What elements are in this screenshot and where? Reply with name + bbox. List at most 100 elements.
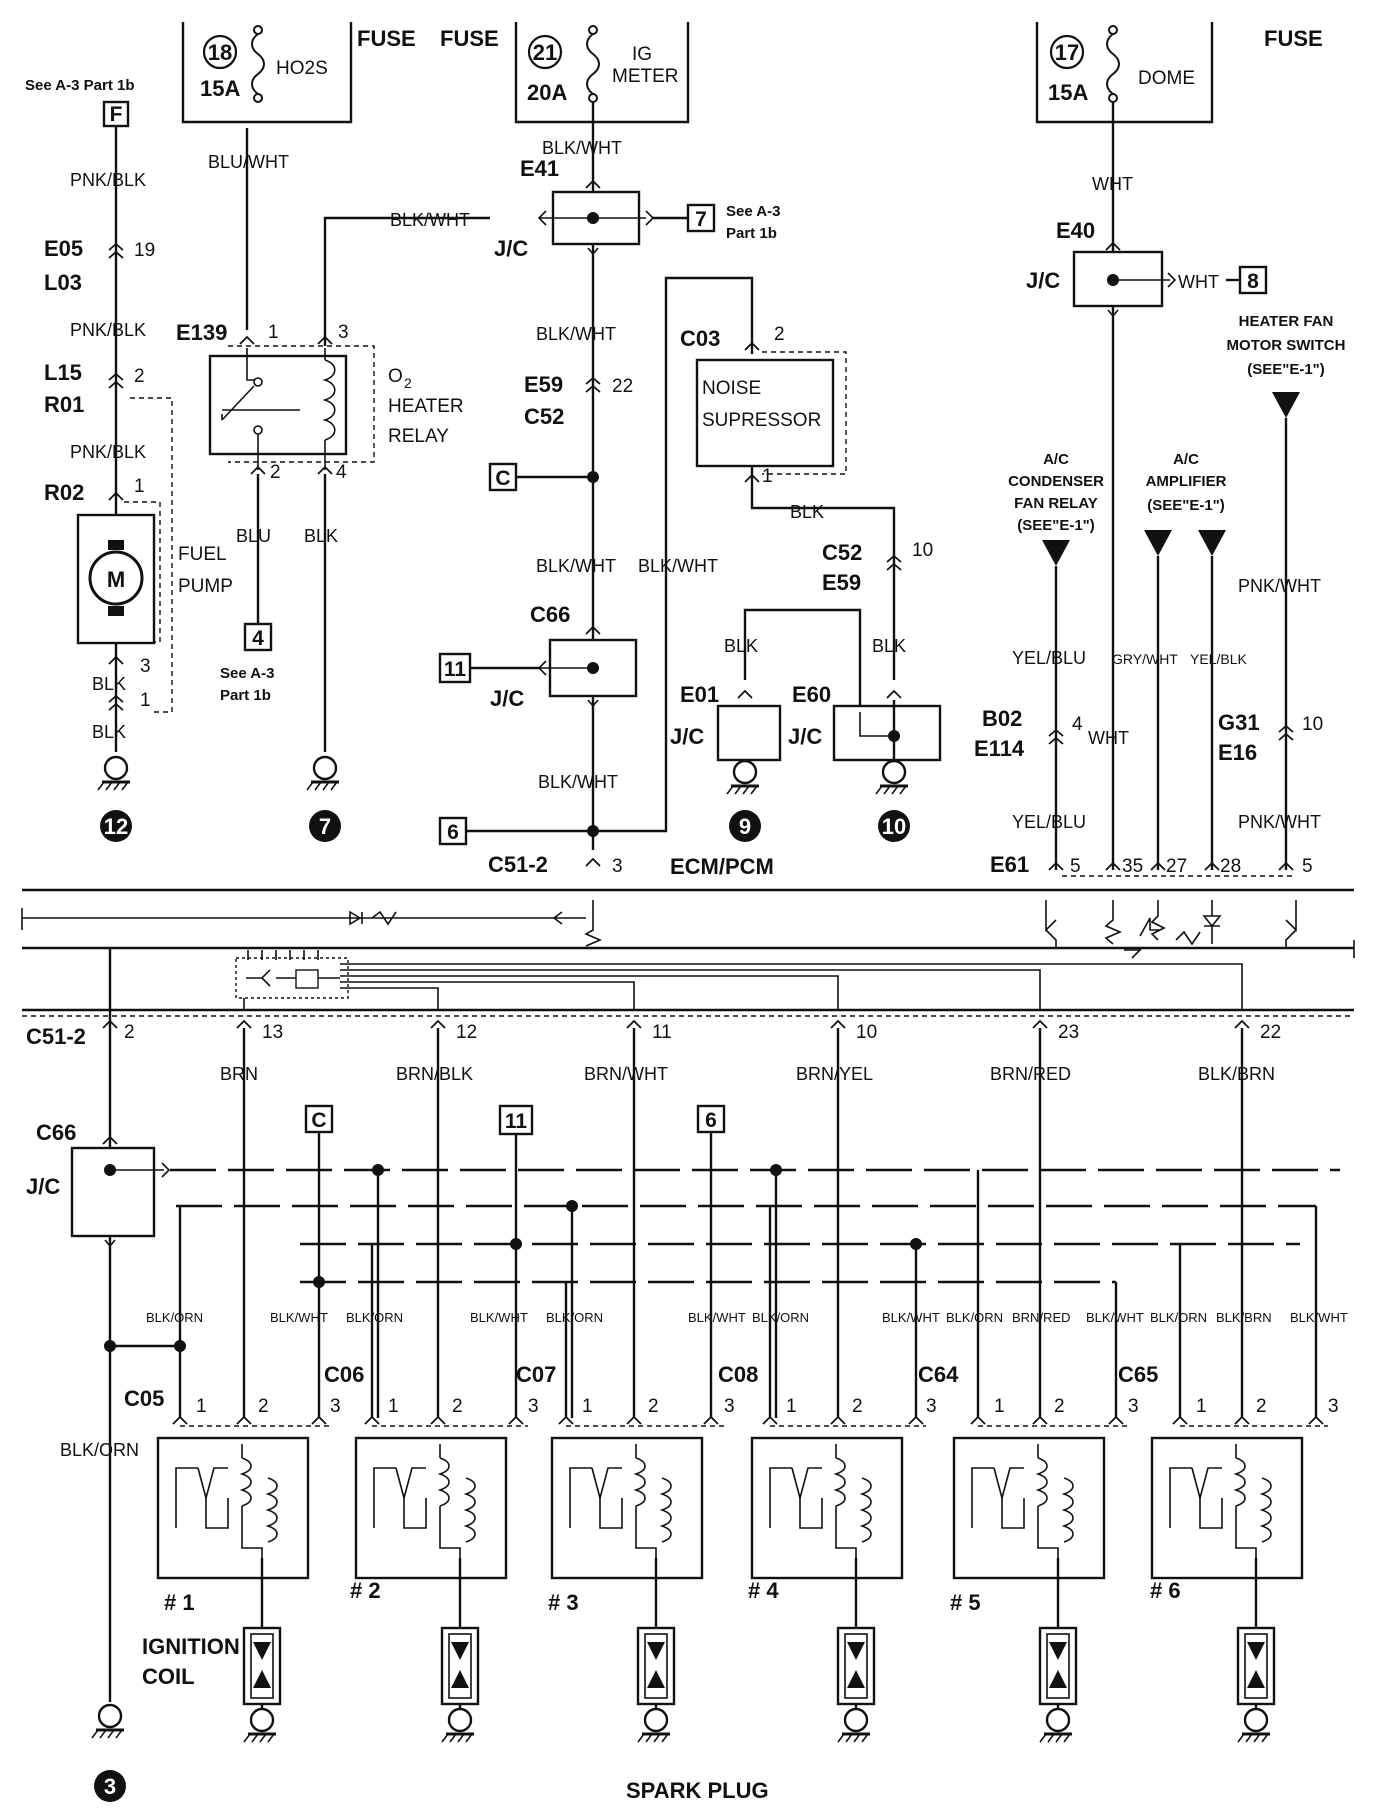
jc-e41-label: J/C	[494, 236, 528, 261]
fuse-17-amp: 15A	[1048, 80, 1088, 105]
spark-plug-label: SPARK PLUG	[626, 1778, 769, 1803]
conn-E61: E61	[990, 852, 1029, 877]
ref-6-bottom: 6	[705, 1109, 717, 1132]
pin-10-g31: 10	[1302, 714, 1323, 735]
c-blkbrn-6: BLK/BRN	[1216, 1310, 1272, 1325]
fuel-pump-label-2: PUMP	[178, 576, 233, 597]
noise-label-2: SUPRESSOR	[702, 410, 821, 431]
conn-E16: E16	[1218, 740, 1257, 765]
pin-4-relay: 4	[336, 462, 347, 483]
wire-wht-e40: WHT	[1178, 272, 1219, 292]
part-1b-7: Part 1b	[726, 225, 777, 242]
coil-2-label: # 2	[350, 1578, 381, 1603]
ground-3-label: 3	[104, 1774, 116, 1799]
fuse-21-name1: IG	[632, 44, 652, 65]
coil6-pin2: 2	[1256, 1396, 1267, 1417]
ref-7: 7	[695, 208, 707, 231]
pin-35: 35	[1122, 856, 1143, 877]
ecm-label: ECM/PCM	[670, 854, 774, 879]
ref-8: 8	[1247, 270, 1259, 293]
ground-9	[729, 810, 761, 842]
conn-C52: C52	[524, 404, 564, 429]
coil-1-label: # 1	[164, 1590, 195, 1615]
jc-c66-top-label: J/C	[490, 686, 524, 711]
spark-plug-4	[836, 1626, 876, 1744]
wire-blk-wht-jc: BLK/WHT	[390, 210, 470, 230]
pin-2-c03: 2	[774, 324, 785, 345]
pin-3-e139: 3	[338, 322, 349, 343]
wire-blk-wht-5: BLK/WHT	[538, 772, 618, 792]
pin-10-bottom: 10	[856, 1022, 877, 1043]
pin-28: 28	[1220, 856, 1241, 877]
jc-e60	[832, 704, 942, 762]
fuse-18-name: HO2S	[276, 58, 328, 79]
conn-C07: C07	[516, 1362, 556, 1387]
c-blkwht-3: BLK/WHT	[688, 1310, 746, 1325]
coil4-pin2: 2	[852, 1396, 863, 1417]
c-brnred-5: BRN/RED	[1012, 1310, 1071, 1325]
pin-13: 13	[262, 1022, 283, 1043]
jc-e60-label: J/C	[788, 724, 822, 749]
coil4-pin1: 1	[786, 1396, 797, 1417]
ref-6-top: 6	[447, 821, 459, 844]
fuse-18-amp: 15A	[200, 76, 240, 101]
pin-27: 27	[1166, 856, 1187, 877]
conn-C51-2-bottom: C51-2	[26, 1024, 86, 1049]
ac-cond-1: A/C	[1043, 451, 1069, 468]
conn-C66-top: C66	[530, 602, 570, 627]
wire-blk-wht-top: BLK/WHT	[542, 138, 622, 158]
pin-22-bottom: 22	[1260, 1022, 1281, 1043]
pin-10-noise: 10	[912, 540, 933, 561]
spark-plug-2	[440, 1626, 480, 1744]
wire-brn-red: BRN/RED	[990, 1064, 1071, 1084]
see-a3-4: See A-3	[220, 665, 274, 682]
jc-e01-label: J/C	[670, 724, 704, 749]
wire-blu-wht: BLU/WHT	[208, 152, 289, 172]
fuse-21-num: 21	[533, 40, 557, 65]
jc-c66-bottom	[70, 1146, 171, 1248]
coil3-pin3: 3	[724, 1396, 735, 1417]
heater-fan-3: (SEE"E-1")	[1247, 361, 1325, 378]
ground-9-label: 9	[739, 814, 751, 839]
ignition-coil-1: 1 2 3 # 1	[156, 1396, 341, 1615]
ground-10	[878, 810, 910, 842]
c-blkwht-5: BLK/WHT	[1086, 1310, 1144, 1325]
conn-L15: L15	[44, 360, 82, 385]
c-blkorn-6: BLK/ORN	[1150, 1310, 1207, 1325]
wire-pnk-blk-1: PNK/BLK	[70, 170, 146, 190]
ac-amp-1: A/C	[1173, 451, 1199, 468]
o2-heater-relay	[208, 348, 348, 470]
coil-6-label: # 6	[1150, 1578, 1181, 1603]
conn-E01: E01	[680, 682, 719, 707]
conn-B02: B02	[982, 706, 1022, 731]
wire-blk-relay: BLK	[304, 526, 338, 546]
pin-5-b: 5	[1302, 856, 1313, 877]
coil4-pin3: 3	[926, 1396, 937, 1417]
coil-4-label: # 4	[748, 1578, 779, 1603]
heater-label: HEATER	[388, 396, 464, 417]
coil1-pin2: 2	[258, 1396, 269, 1417]
fuse-label-2: FUSE	[440, 26, 499, 51]
heater-fan-2: MOTOR SWITCH	[1227, 337, 1346, 354]
pin-23: 23	[1058, 1022, 1079, 1043]
jc-c66-top	[537, 638, 638, 708]
pin-1-fuel: 1	[140, 690, 151, 711]
ref-11-bottom: 11	[505, 1110, 528, 1133]
c-blkwht-1: BLK/WHT	[270, 1310, 328, 1325]
ac-cond-3: FAN RELAY	[1014, 495, 1098, 512]
wire-blk-orn-ground: BLK/ORN	[60, 1440, 139, 1460]
wire-gry-wht: GRY/WHT	[1112, 651, 1178, 667]
conn-E40: E40	[1056, 218, 1095, 243]
ground-12	[100, 810, 132, 842]
ref-4: 4	[252, 627, 264, 650]
wire-blk-wht-3: BLK/WHT	[536, 556, 616, 576]
pin-3-fuel: 3	[140, 656, 151, 677]
pin-19: 19	[134, 240, 155, 261]
c-blkorn-1: BLK/ORN	[146, 1310, 203, 1325]
wire-pnk-wht-2: PNK/WHT	[1238, 812, 1321, 832]
conn-R02: R02	[44, 480, 84, 505]
wire-blk-noise: BLK	[790, 502, 824, 522]
coil6-pin3: 3	[1328, 1396, 1339, 1417]
fuse-17-num: 17	[1055, 40, 1079, 65]
ref-F: F	[110, 103, 123, 126]
